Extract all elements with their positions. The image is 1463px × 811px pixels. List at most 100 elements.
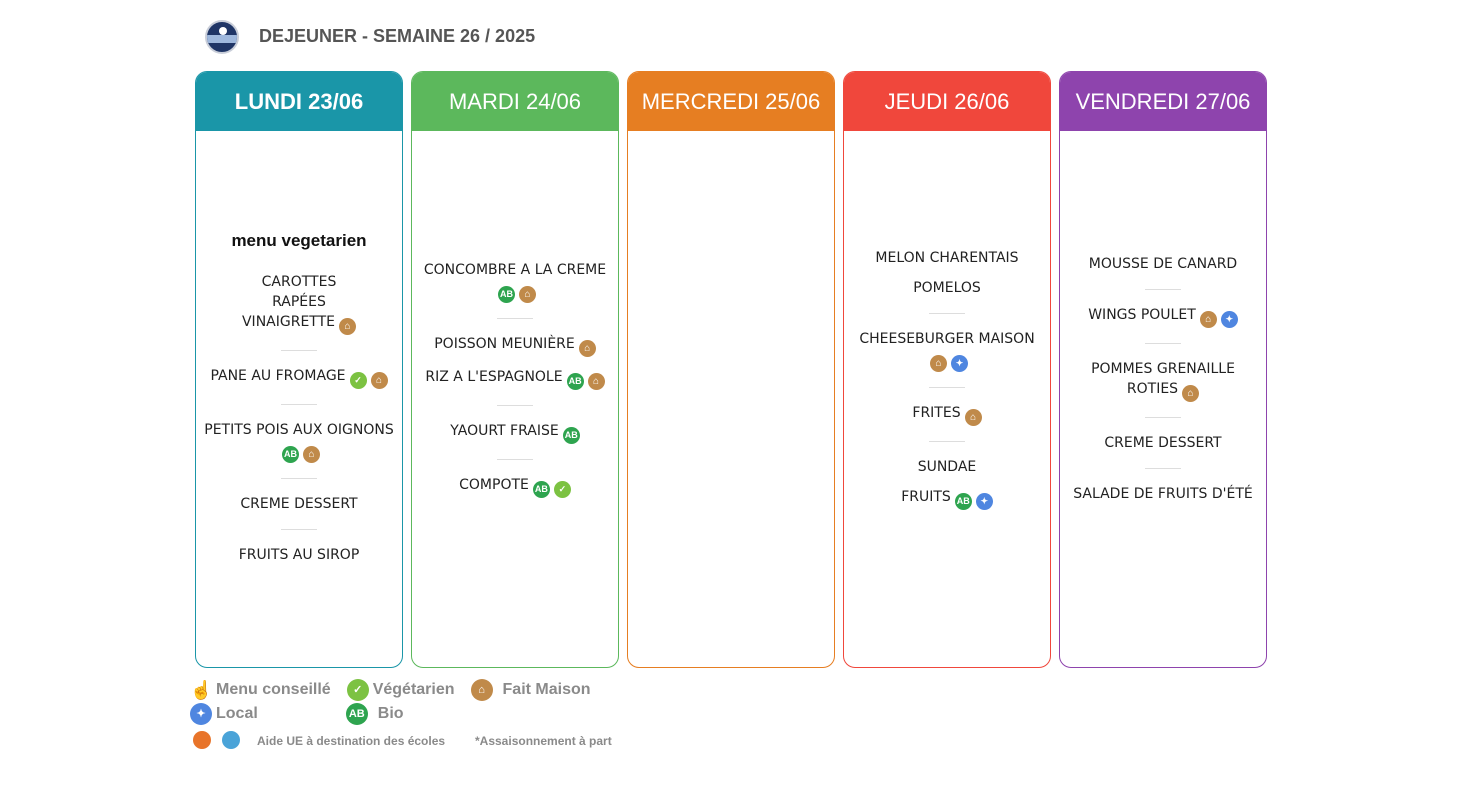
dish-name: CREME DESSERT	[240, 495, 358, 512]
fait-maison-icon: ⌂	[587, 373, 605, 390]
local-icon: ✦	[1220, 311, 1238, 328]
course-group: SALADE DE FRUITS D'ÉTÉ	[1073, 481, 1253, 507]
dish-item: CHEESEBURGER MAISON ⌂✦	[852, 326, 1042, 375]
dish-name: MOUSSE DE CANARD	[1088, 256, 1238, 272]
bio-icon: AB	[532, 481, 550, 498]
course-group: CHEESEBURGER MAISON ⌂✦	[852, 326, 1042, 375]
dish-separator	[929, 387, 965, 388]
eu-fruit-icon	[193, 731, 211, 749]
dish-separator	[1145, 417, 1181, 418]
bio-icon: AB	[498, 286, 515, 303]
course-group: POMMES GRENAILLE ROTIES⌂	[1068, 356, 1258, 405]
dish-name: YAOURT FRAISE	[450, 423, 559, 439]
local-icon: ✦	[975, 493, 993, 510]
fait-maison-icon: ⌂	[578, 340, 596, 357]
legend-row-1: ☝ Menu conseillé ✓ Végétarien ⌂ Fait Mai…	[190, 679, 591, 701]
dish-name: RIZ A L'ESPAGNOLE	[425, 369, 563, 385]
dish-separator	[281, 349, 317, 351]
dish-separator	[497, 318, 533, 319]
day-menu	[628, 131, 834, 667]
dish-name: FRUITS AU SIROP	[238, 546, 360, 563]
vegetarian-icon: ✓	[349, 371, 367, 389]
dish-name: PETITS POIS AUX OIGNONS	[204, 421, 394, 438]
dish-name: PANE AU FROMAGE	[210, 367, 346, 384]
dish-separator	[929, 313, 965, 314]
dish-separator	[497, 459, 533, 460]
dish-name: COMPOTE	[459, 477, 529, 493]
course-group: FRUITS AU SIROP	[239, 542, 360, 568]
course-group: CAROTTES RAPÉES VINAIGRETTE⌂	[234, 269, 364, 338]
fait-maison-icon: ⌂	[370, 371, 388, 389]
dish-item: MOUSSE DE CANARD	[1089, 251, 1237, 277]
fait-maison-icon: ⌂	[470, 679, 493, 701]
dish-name: POISSON MEUNIÈRE	[434, 336, 575, 352]
bio-icon: AB	[345, 703, 368, 725]
dish-name: SALADE DE FRUITS D'ÉTÉ	[1073, 486, 1253, 502]
dish-item: CONCOMBRE A LA CREMEAB⌂	[418, 257, 612, 306]
bio-icon: AB	[566, 373, 584, 390]
dish-separator	[1145, 343, 1181, 344]
dish-item: MELON CHARENTAIS	[875, 245, 1018, 271]
local-icon: ✦	[951, 355, 968, 372]
vegetarian-icon: ✓	[553, 481, 571, 498]
dish-name: POMELOS	[913, 280, 981, 296]
dish-separator	[281, 403, 317, 405]
bio-icon: AB	[954, 493, 972, 510]
dish-name: FRUITS	[901, 489, 951, 505]
legend-vegetarien: Végétarien	[372, 681, 455, 698]
dish-item: WINGS POULET⌂✦	[1088, 302, 1238, 331]
dish-separator	[1145, 468, 1181, 469]
dish-name: FRITES	[912, 405, 961, 421]
course-group: CREME DESSERT	[240, 491, 357, 517]
footer-aide-ue: Aide UE à destination des écoles	[257, 734, 446, 748]
vegetarian-icon: ✓	[346, 679, 369, 701]
legend-row-2: ✦ Local AB Bio	[190, 703, 404, 725]
course-group: CONCOMBRE A LA CREMEAB⌂	[418, 257, 612, 306]
thumbs-up-icon: ☝	[190, 680, 213, 700]
day-header: MERCREDI 25/06	[628, 72, 834, 131]
school-logo	[205, 20, 239, 54]
dish-separator	[929, 441, 965, 442]
legend-bio: Bio	[377, 705, 404, 722]
day-header: MARDI 24/06	[412, 72, 618, 131]
dish-separator	[281, 528, 317, 530]
dish-name: MELON CHARENTAIS	[875, 250, 1019, 266]
fait-maison-icon: ⌂	[1182, 385, 1200, 402]
dish-name: CAROTTES RAPÉES VINAIGRETTE	[241, 273, 337, 330]
course-group: WINGS POULET⌂✦	[1088, 302, 1238, 331]
legend-fait-maison: Fait Maison	[502, 681, 591, 698]
dish-item: SUNDAE	[918, 454, 977, 480]
local-icon: ✦	[190, 703, 212, 725]
course-group: CREME DESSERT	[1104, 430, 1221, 456]
dish-item: PANE AU FROMAGE✓⌂	[210, 363, 388, 392]
dish-item: CREME DESSERT	[240, 491, 357, 517]
day-header: JEUDI 26/06	[844, 72, 1050, 131]
page-title: DEJEUNER - SEMAINE 26 / 2025	[259, 26, 536, 46]
course-group: MOUSSE DE CANARD	[1089, 251, 1237, 277]
dish-name: CONCOMBRE A LA CREME	[423, 262, 607, 278]
dish-item: CAROTTES RAPÉES VINAIGRETTE⌂	[234, 269, 364, 338]
fait-maison-icon: ⌂	[1199, 311, 1217, 328]
fait-maison-icon: ⌂	[964, 409, 982, 426]
bio-icon: AB	[562, 427, 580, 444]
dish-separator	[497, 405, 533, 406]
dish-item: SALADE DE FRUITS D'ÉTÉ	[1073, 481, 1253, 507]
dish-name: POMMES GRENAILLE ROTIES	[1091, 361, 1235, 397]
fait-maison-icon: ⌂	[303, 445, 320, 463]
course-group: PETITS POIS AUX OIGNONSAB⌂	[202, 417, 396, 466]
dish-separator	[281, 477, 317, 479]
dish-name: CHEESEBURGER MAISON	[859, 331, 1035, 347]
dish-item: FRITES⌂	[912, 400, 982, 429]
dish-item: POMMES GRENAILLE ROTIES⌂	[1068, 356, 1258, 405]
fait-maison-icon: ⌂	[930, 355, 947, 372]
dish-name: CREME DESSERT	[1104, 435, 1222, 451]
day-header: VENDREDI 27/06	[1060, 72, 1266, 131]
